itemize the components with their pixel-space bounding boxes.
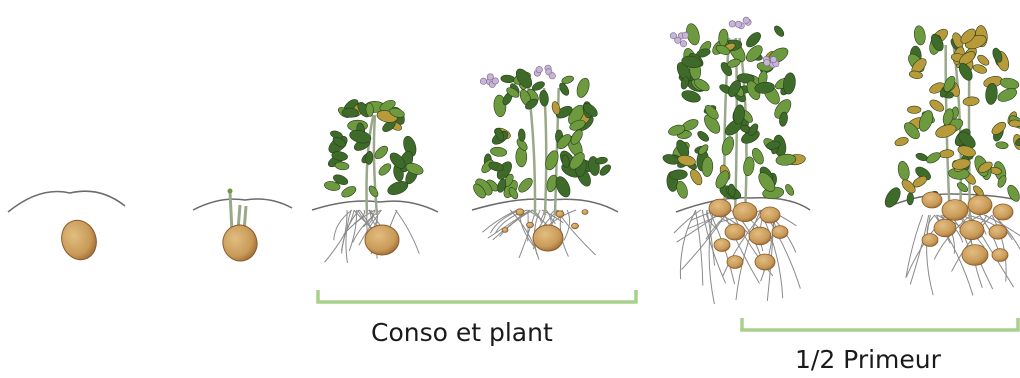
tubers xyxy=(922,192,1013,265)
bracket-primeur xyxy=(742,318,1018,330)
bracket-label-conso-et-plant: Conso et plant xyxy=(371,318,553,347)
foliage xyxy=(882,25,1020,210)
bracket-label-primeur: 1/2 Primeur xyxy=(795,345,941,374)
soil-line xyxy=(193,199,292,210)
potato-plant xyxy=(662,17,806,304)
stage-leaf-development xyxy=(312,97,438,263)
foliage xyxy=(662,22,806,202)
soil-line xyxy=(8,191,125,212)
seed-tuber xyxy=(533,225,563,251)
potato-plant xyxy=(882,25,1020,295)
stems xyxy=(367,115,377,215)
seed-tuber xyxy=(365,225,399,255)
seed-tuber xyxy=(219,221,261,265)
stage-tuber-planted xyxy=(8,191,125,264)
bracket-conso-et-plant xyxy=(318,290,636,302)
stage-maturation xyxy=(882,25,1020,295)
seed-tuber xyxy=(56,215,102,264)
stage-flowering-bulking xyxy=(662,17,810,304)
tubers xyxy=(709,199,788,270)
stage-sprouting xyxy=(193,189,292,265)
stage-tuber-initiation xyxy=(471,65,618,260)
